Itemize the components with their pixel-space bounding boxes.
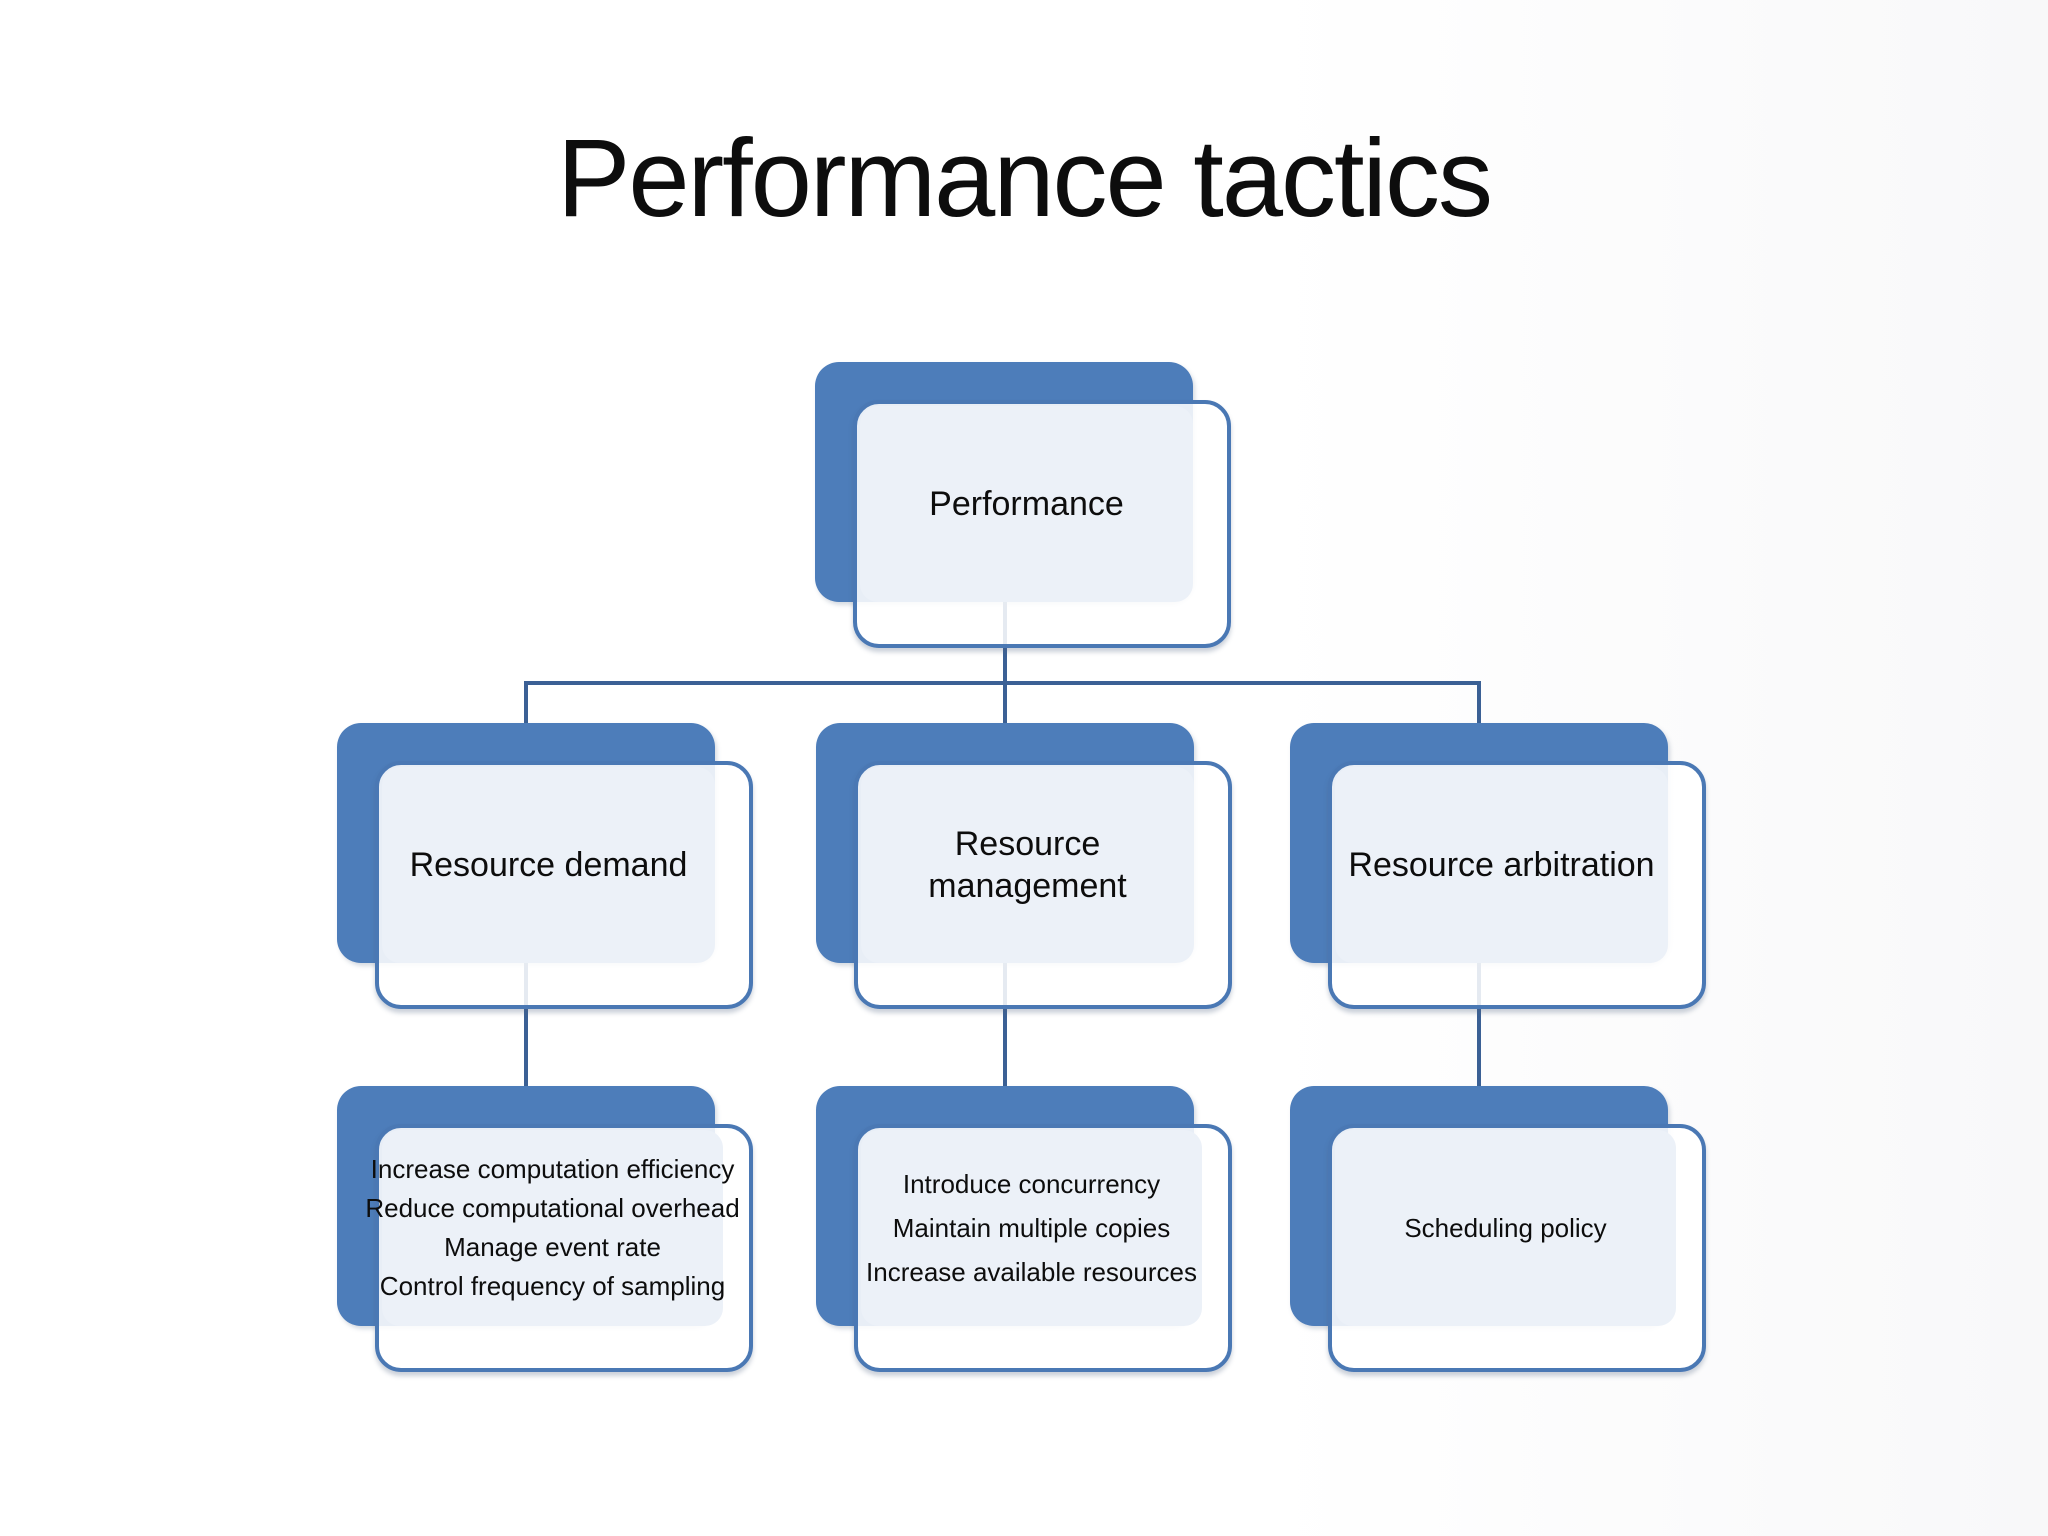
node-resource-arbitration: Resource arbitration — [1290, 723, 1710, 1013]
connector-branch-2-to-leaf — [1003, 958, 1007, 1090]
connector-drop-branch-1 — [524, 681, 528, 727]
tactic-item: Maintain multiple copies — [892, 1213, 1171, 1243]
node-panel: Resource demand — [382, 767, 715, 963]
tactic-item: Manage event rate — [444, 1232, 661, 1262]
slide-title: Performance tactics — [556, 117, 1493, 240]
tactic-item: Introduce concurrency — [902, 1169, 1161, 1199]
node-panel: Resource arbitration — [1335, 767, 1668, 963]
tactic-item: Scheduling policy — [1404, 1212, 1607, 1243]
node-panel: Scheduling policy — [1335, 1130, 1676, 1326]
node-resource-arbitration-tactics: Scheduling policy — [1290, 1086, 1710, 1376]
tactic-item: Increase available resources — [866, 1257, 1197, 1287]
connector-branch-1-to-leaf — [524, 958, 528, 1090]
node-performance: Performance — [815, 362, 1235, 652]
node-resource-management-tactics: Introduce concurrency Maintain multiple … — [816, 1086, 1236, 1376]
node-panel: Introduce concurrency Maintain multiple … — [861, 1130, 1202, 1326]
node-label: Resource management — [928, 824, 1127, 906]
connector-horizontal-bus — [524, 681, 1481, 685]
connector-drop-branch-2 — [1003, 681, 1007, 727]
node-label: Resource demand — [409, 845, 688, 884]
tactic-item: Reduce computational overhead — [365, 1193, 740, 1223]
node-panel: Resource management — [861, 767, 1194, 963]
node-panel: Increase computation efficiency Reduce c… — [365, 1130, 740, 1326]
tactic-item: Increase computation efficiency — [370, 1154, 735, 1184]
tactic-item: Control frequency of sampling — [379, 1271, 726, 1301]
node-label: Resource arbitration — [1348, 845, 1655, 884]
node-resource-management: Resource management — [816, 723, 1236, 1013]
connector-branch-3-to-leaf — [1477, 958, 1481, 1090]
connector-drop-branch-3 — [1477, 681, 1481, 727]
node-resource-demand: Resource demand — [337, 723, 757, 1013]
node-label: Performance — [929, 484, 1124, 523]
node-resource-demand-tactics: Increase computation efficiency Reduce c… — [337, 1086, 757, 1376]
node-panel: Performance — [860, 406, 1193, 602]
